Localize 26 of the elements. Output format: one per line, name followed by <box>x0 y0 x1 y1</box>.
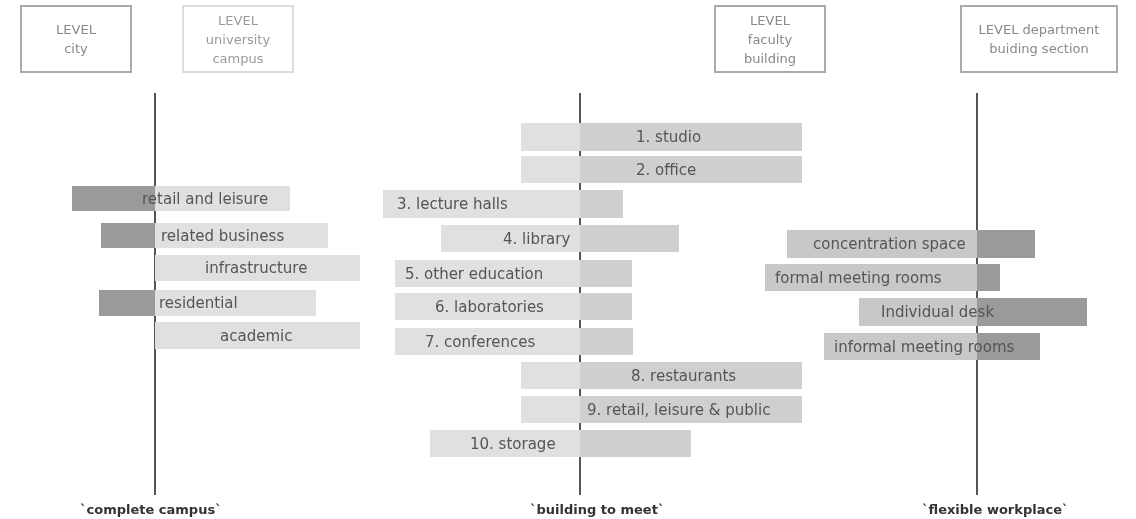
bar-label: informal meeting rooms <box>824 333 1040 360</box>
caption-text: `complete campus` <box>80 502 222 517</box>
bar-label: 10. storage <box>430 430 691 457</box>
level-box: LEVEL faculty building <box>714 5 826 73</box>
bar-label: 6. laboratories <box>395 293 632 320</box>
level-box: LEVEL university campus <box>182 5 294 73</box>
bar-label: 9. retail, leisure & public <box>521 396 802 423</box>
bar-label: 8. restaurants <box>521 362 802 389</box>
caption-text: `building to meet` <box>530 502 665 517</box>
bar-label: 4. library <box>441 225 679 252</box>
level-box: LEVEL department buiding section <box>960 5 1118 73</box>
caption-text: `flexible workplace` <box>922 502 1069 517</box>
bar-label: 7. conferences <box>395 328 633 355</box>
bar-label: 1. studio <box>521 123 802 151</box>
bar-label: infrastructure <box>155 255 360 281</box>
level-box: LEVEL city <box>20 5 132 73</box>
bar-label: 2. office <box>521 156 802 183</box>
bar-label: residential <box>99 290 316 316</box>
bar-label: academic <box>155 322 360 349</box>
bar-label: formal meeting rooms <box>765 264 1000 291</box>
bar-label: concentration space <box>787 230 1035 258</box>
bar-label: related business <box>101 223 328 248</box>
bar-label: Individual desk <box>859 298 1087 326</box>
bar-label: 3. lecture halls <box>383 190 623 218</box>
bar-label: retail and leisure <box>72 186 290 211</box>
bar-label: 5. other education <box>395 260 632 287</box>
